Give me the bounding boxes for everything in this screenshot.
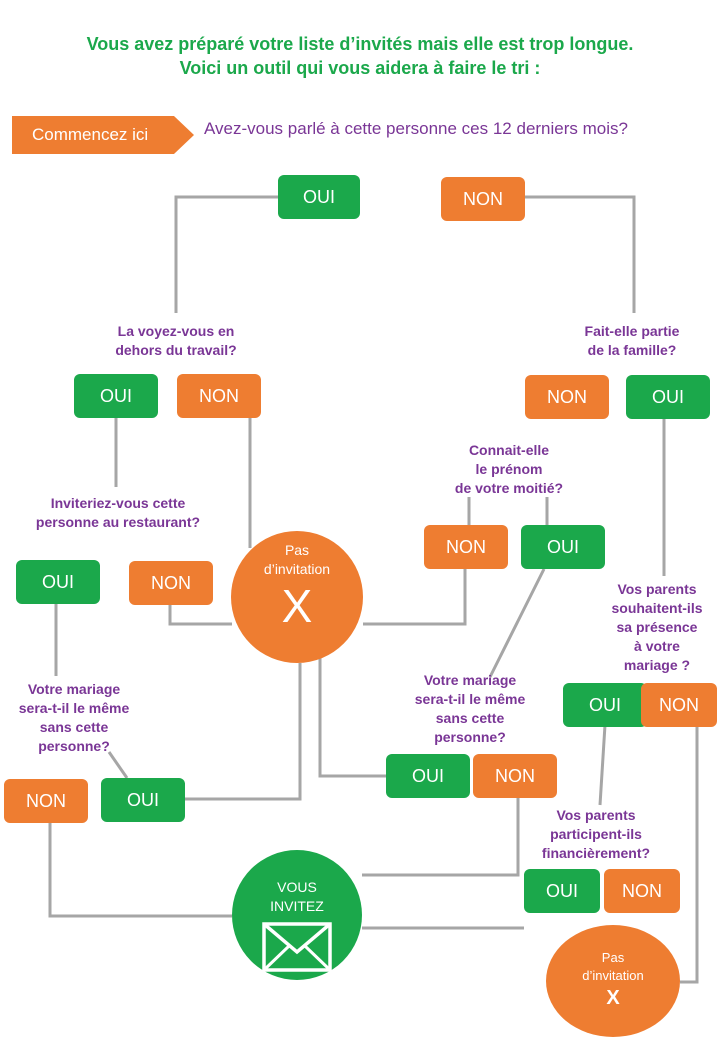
question-mariage-gauche: Votre mariage sera-t-il le même sans cet… [18, 681, 130, 754]
answer-oui-mariage-gauche: OUI [101, 778, 185, 822]
answer-oui-parle: OUI [278, 175, 360, 219]
question-dehors-travail: La voyez-vous en dehors du travail? [115, 323, 237, 358]
cross-mark-small: X [606, 987, 620, 1009]
page-title: Vous avez préparé votre liste d’invités … [0, 32, 720, 80]
answer-oui-dehors: OUI [74, 374, 158, 418]
invite-line1: VOUS [277, 879, 317, 895]
answer-oui-prenom: OUI [521, 525, 605, 569]
answer-non-restaurant: NON [129, 561, 213, 605]
question-prenom: Connait-elle le prénom de votre moitié? [454, 442, 564, 496]
start-question: Avez-vous parlé à cette personne ces 12 … [204, 119, 628, 138]
no-invitation-line2: d’invitation [263, 561, 331, 577]
title-line-2: Voici un outil qui vous aidera à faire l… [179, 58, 541, 78]
invite-circle: VOUS INVITEZ [232, 850, 362, 980]
no-invitation-small-line1: Pas [601, 950, 625, 965]
answer-non-mariage-milieu: NON [473, 754, 557, 798]
answer-oui-financier: OUI [524, 869, 600, 913]
question-financier: Vos parents participent-ils financièreme… [541, 807, 651, 861]
question-parents-souhaitent: Vos parents souhaitent-ils sa présence à… [611, 581, 703, 673]
cross-mark: X [281, 580, 313, 632]
answer-oui-parents: OUI [563, 683, 647, 727]
question-mariage-milieu: Votre mariage sera-t-il le même sans cet… [414, 672, 526, 745]
no-invitation-line1: Pas [284, 542, 310, 558]
answer-oui-famille: OUI [626, 375, 710, 419]
answer-non-financier: NON [604, 869, 680, 913]
title-line-1: Vous avez préparé votre liste d’invités … [86, 34, 634, 54]
envelope-icon [262, 922, 332, 972]
answer-oui-restaurant: OUI [16, 560, 100, 604]
start-arrow: Commencez ici [12, 116, 194, 154]
no-invitation-circle-main: Pas d’invitation X [231, 531, 363, 663]
answer-non-parle: NON [441, 177, 525, 221]
question-famille: Fait-elle partie de la famille? [584, 323, 680, 358]
answer-non-dehors: NON [177, 374, 261, 418]
answer-oui-mariage-milieu: OUI [386, 754, 470, 798]
answer-non-mariage-gauche: NON [4, 779, 88, 823]
no-invitation-circle-small: Pas d’invitation X [546, 925, 680, 1037]
invite-line2: INVITEZ [270, 898, 324, 914]
answer-non-famille: NON [525, 375, 609, 419]
no-invitation-small-line2: d’invitation [582, 968, 644, 983]
answer-non-prenom: NON [424, 525, 508, 569]
question-restaurant: Inviteriez-vous cette personne au restau… [35, 495, 201, 530]
answer-non-parents: NON [641, 683, 717, 727]
